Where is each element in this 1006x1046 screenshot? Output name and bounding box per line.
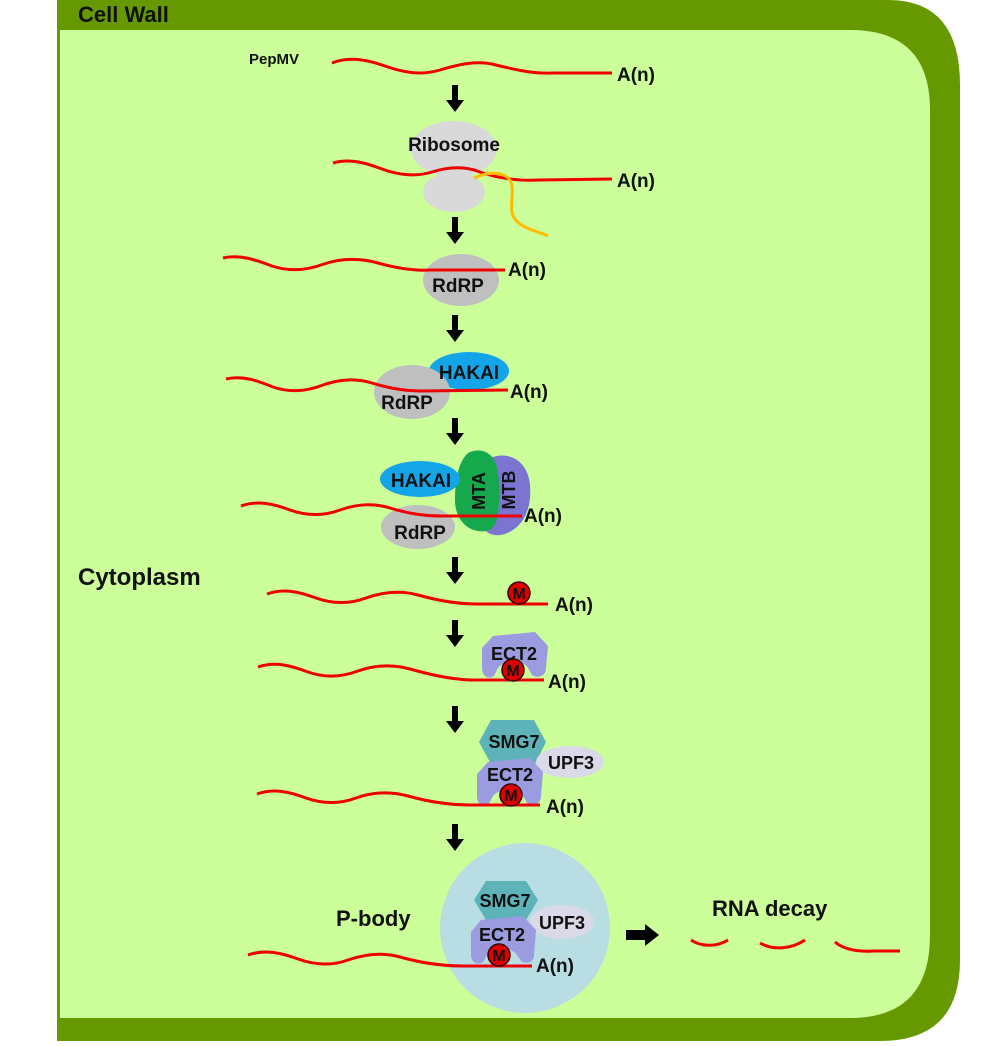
upf3-label-8: UPF3 [548,753,594,773]
rna-strand-3 [222,255,505,272]
rdrp-label-5: RdRP [394,523,446,544]
rna-fragment-3 [834,940,900,953]
ribosome-small-subunit [423,172,485,212]
rna-strand-4 [225,376,509,393]
pbody-label: P-body [336,906,411,931]
nascent-peptide [473,171,549,238]
step-arrow-3 [446,315,464,342]
ect2-protein-7 [482,632,548,678]
rna-decay-label: RNA decay [712,896,828,921]
ribosome-label: Ribosome [408,135,500,156]
smg7-label-9: SMG7 [479,891,530,911]
step-arrow-2 [446,217,464,244]
polyA-6: A(n) [555,595,593,616]
decay-arrow [626,924,659,946]
hakai-protein [429,352,509,390]
ect2-label-7: ECT2 [491,644,537,664]
smg7-label-8: SMG7 [488,732,539,752]
m6a-label-6: M [512,586,525,603]
mta-protein [455,450,500,532]
step-arrow-6 [446,620,464,647]
upf3-label-9: UPF3 [539,913,585,933]
ect2-protein-9 [471,916,536,964]
rna-strand-9 [247,950,532,968]
polyA-3: A(n) [508,260,546,281]
cytoplasm-label: Cytoplasm [78,564,201,591]
m6a-mark-8 [499,783,523,807]
cell-wall-label: Cell Wall [78,2,169,27]
rna-strand-5 [240,501,522,518]
step-arrow-1 [446,85,464,112]
polyA-1: A(n) [617,65,655,86]
hakai-protein-5 [380,461,460,497]
mta-label: MTA [469,472,489,510]
rna-fragment-1 [690,938,729,947]
rna-strand-6 [266,589,548,606]
m6a-label-9: M [492,948,505,965]
rna-strand-7 [257,662,544,682]
rna-strand-2 [332,159,613,182]
rna-fragment-2 [759,938,806,950]
step-arrow-5 [446,557,464,584]
rna-strand-8 [256,789,540,807]
ect2-label-9: ECT2 [479,925,525,945]
m6a-label-8: M [504,788,517,805]
rna-strand-1 [331,57,612,75]
m6a-label-7: M [506,663,519,680]
smg7-protein-9 [474,881,538,920]
polyA-7: A(n) [548,672,586,693]
polyA-9: A(n) [536,956,574,977]
polyA-4: A(n) [510,382,548,403]
step-arrow-8 [446,824,464,851]
mtb-label: MTB [499,471,519,510]
process-arrows [446,85,464,851]
ect2-protein-8 [477,758,543,806]
polyA-2: A(n) [617,171,655,192]
hakai-label-4: HAKAI [439,363,499,384]
pepmv-label: PepMV [249,51,299,68]
step-arrow-7 [446,706,464,733]
rdrp-protein [423,254,499,306]
step-arrow-4 [446,418,464,445]
hakai-label-5: HAKAI [391,471,451,492]
polyA-5: A(n) [524,506,562,527]
m6a-mark-9 [487,943,511,967]
rdrp-label-4: RdRP [381,393,433,414]
upf3-protein-8 [536,746,604,778]
ribosome-large-subunit [411,121,497,177]
rdrp-label-3: RdRP [432,276,484,297]
smg7-protein-8 [479,720,546,764]
ect2-label-8: ECT2 [487,765,533,785]
polyA-8: A(n) [546,797,584,818]
m6a-mark-6 [507,581,531,605]
upf3-protein-9 [530,905,594,939]
m6a-mark-7 [501,658,525,682]
